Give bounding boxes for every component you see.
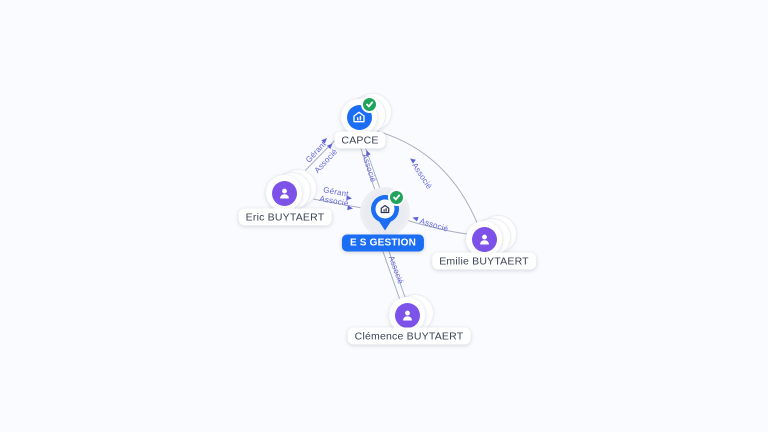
check-icon [392,193,400,201]
person-disc[interactable] [466,221,502,257]
edge-arrows [321,138,419,222]
node-label-es-gestion[interactable]: E S GESTION [341,234,425,252]
building-chart-icon [353,111,365,123]
check-icon [365,100,373,108]
person-icon [279,188,289,198]
person-disc[interactable] [389,297,425,333]
node-label-capce[interactable]: CAPCE [334,131,386,149]
person-disc[interactable] [266,175,302,211]
node-label-eric[interactable]: Eric BUYTAERT [238,208,332,226]
person-icon [479,234,489,244]
building-chart-icon [380,204,390,214]
person-icon [402,310,412,320]
node-label-clemence[interactable]: Clémence BUYTAERT [347,327,471,345]
node-label-emilie[interactable]: Emilie BUYTAERT [432,252,536,270]
verified-badge [362,97,376,111]
verified-badge [389,190,403,204]
